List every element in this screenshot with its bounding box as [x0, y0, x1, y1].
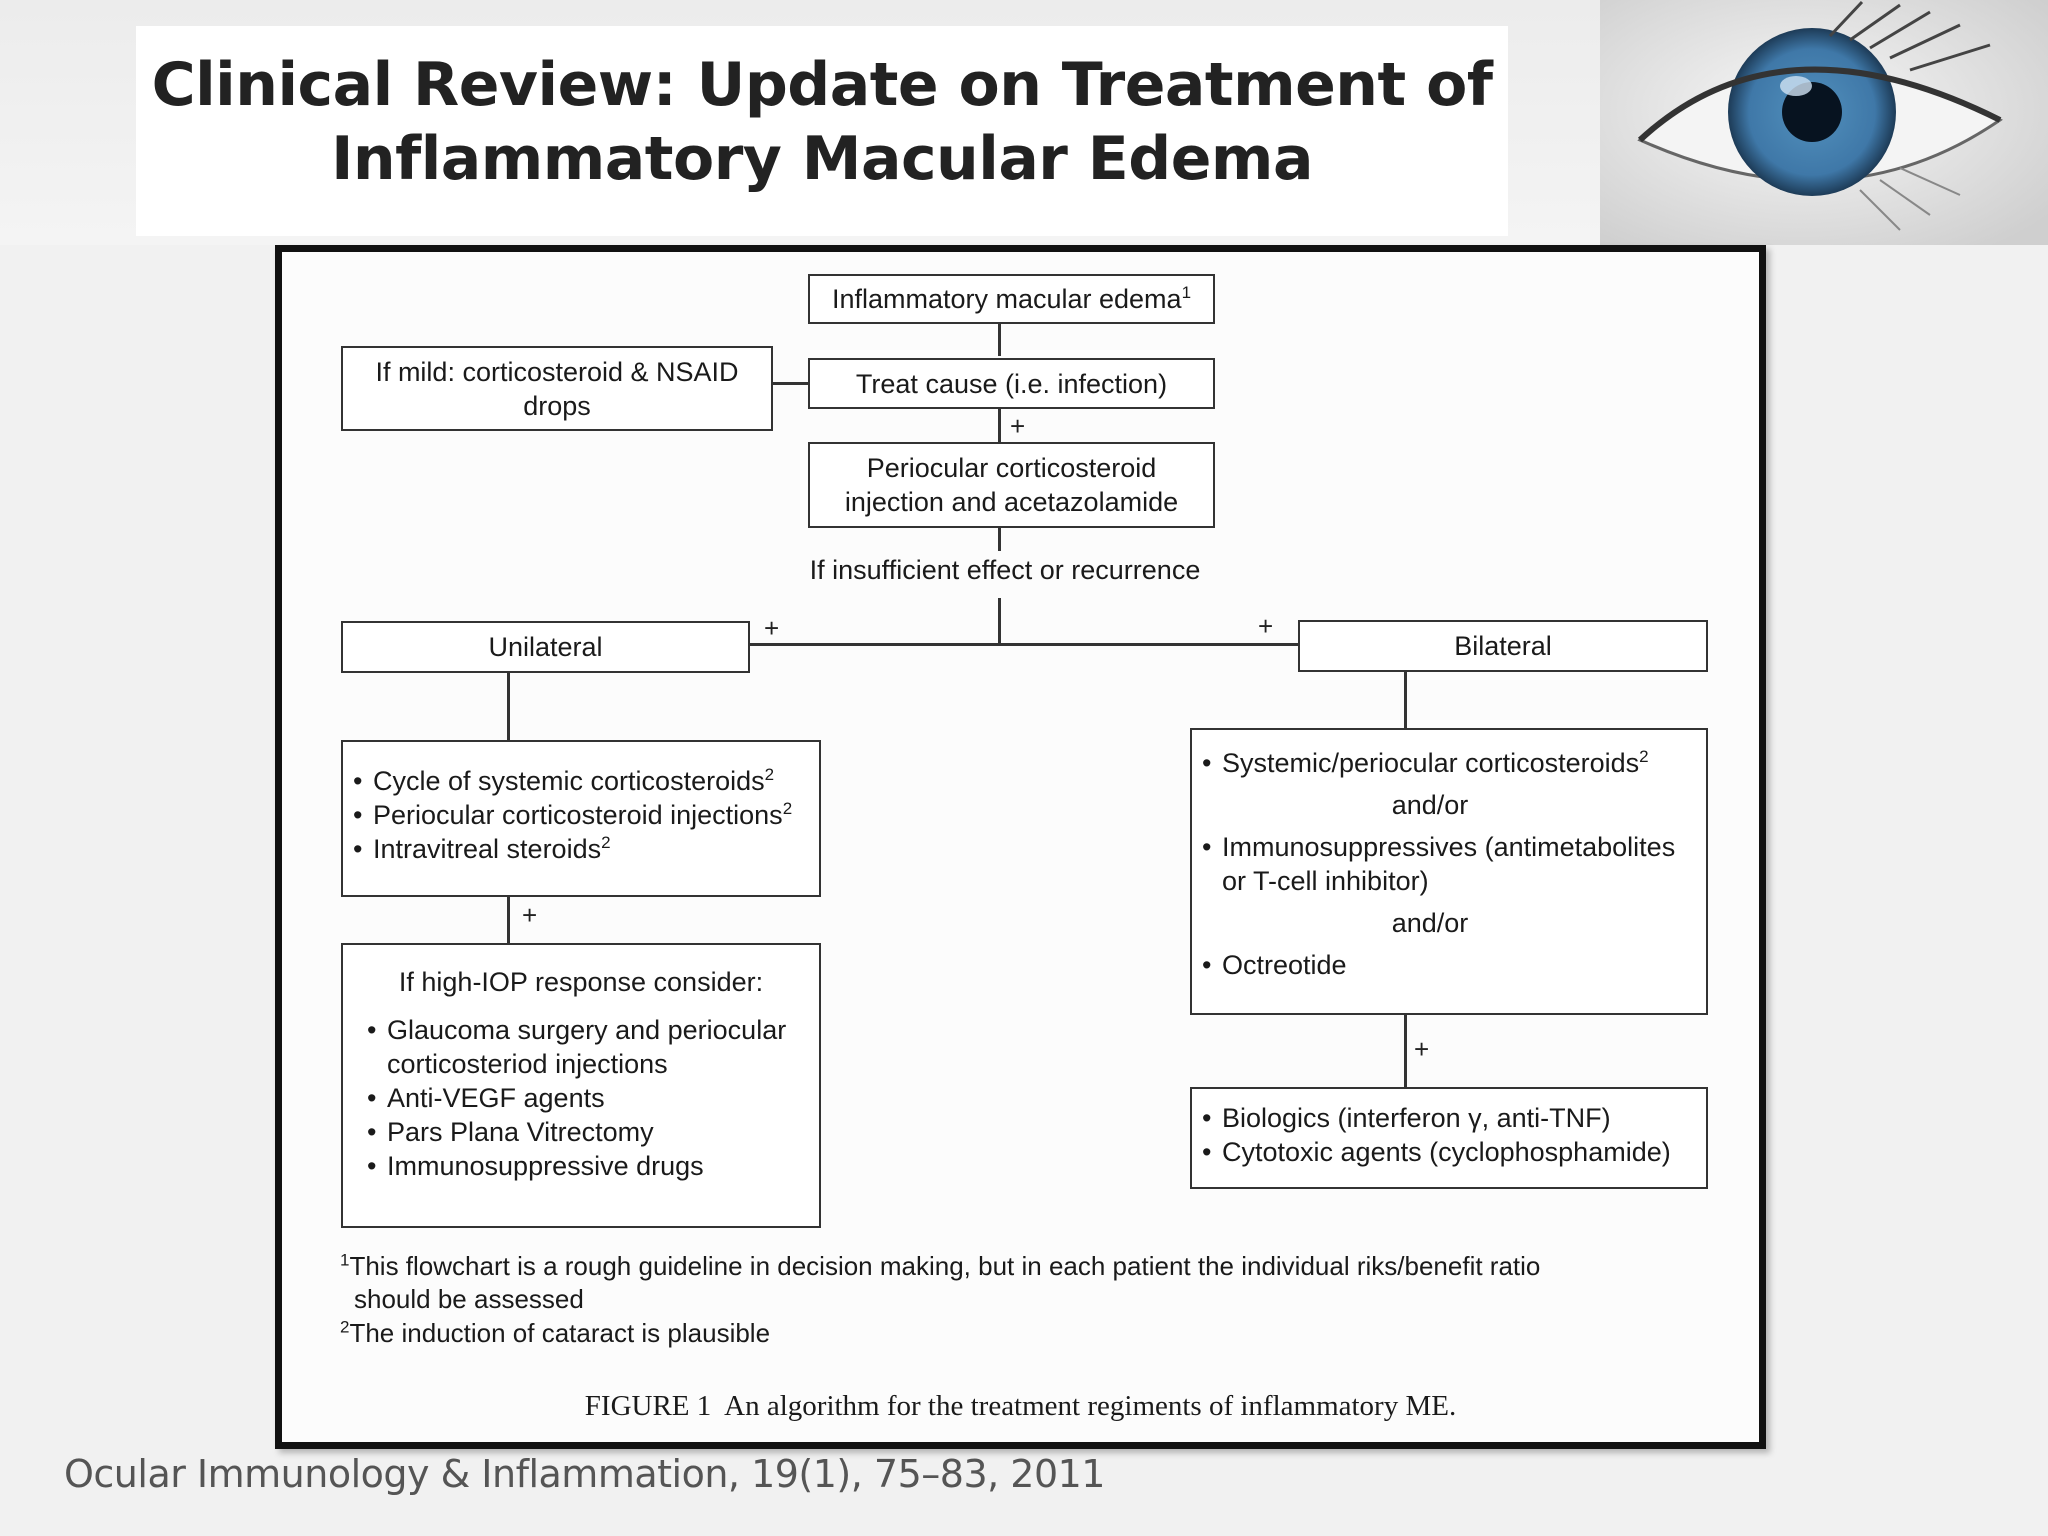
start-label: Inflammatory macular edema: [831, 284, 1182, 314]
footnote-1-line-1: This flowchart is a rough guideline in d…: [349, 1251, 1541, 1281]
title-box: [136, 26, 1508, 236]
list-item: Immunosuppressive drugs: [365, 1149, 807, 1183]
list-item: Biologics (interferon γ, anti-TNF): [1200, 1101, 1700, 1135]
iop-options-list: Glaucoma surgery and periocular corticos…: [365, 1013, 807, 1183]
and-or-label: and/or: [1391, 908, 1469, 938]
bilateral-box: Bilateral: [1298, 620, 1708, 672]
slide-title: Clinical Review: Update on Treatment of …: [136, 48, 1508, 196]
start-box: Inflammatory macular edema1: [808, 274, 1215, 324]
connector-treat-periocular: [998, 408, 1001, 444]
unilateral-box: Unilateral: [341, 621, 750, 673]
plus-sign: +: [764, 613, 780, 643]
bilateral-options-list: Systemic/periocular corticosteroids2: [1200, 746, 1700, 780]
title-line-1: Clinical Review: Update on Treatment of: [151, 50, 1493, 120]
plus-sign: +: [522, 900, 538, 930]
biologics-box: Biologics (interferon γ, anti-TNF) Cytot…: [1190, 1087, 1708, 1189]
periocular-line-1: Periocular corticosteroid: [866, 453, 1157, 483]
periocular-box: Periocular corticosteroid injection and …: [808, 442, 1215, 528]
footnote-mark: 1: [340, 1250, 350, 1270]
unilateral-options-box: Cycle of systemic corticosteroids2 Perio…: [341, 740, 821, 897]
footnote-2-text: The induction of cataract is plausible: [349, 1318, 771, 1348]
treat-cause-label: Treat cause (i.e. infection): [855, 368, 1168, 399]
list-item: Cytotoxic agents (cyclophosphamide): [1200, 1135, 1700, 1169]
plus-sign: +: [1258, 611, 1274, 641]
connector-unilateral-options: [507, 672, 510, 742]
list-item: Cycle of systemic corticosteroids2: [351, 764, 819, 798]
biologics-list: Biologics (interferon γ, anti-TNF) Cytot…: [1200, 1101, 1700, 1169]
iop-heading: If high-IOP response consider:: [398, 967, 764, 997]
connector-bilateral-options: [1404, 671, 1407, 729]
footnote-1: 1This flowchart is a rough guideline in …: [340, 1250, 1540, 1316]
citation: Ocular Immunology & Inflammation, 19(1),…: [64, 1452, 1106, 1496]
periocular-line-2: injection and acetazolamide: [844, 487, 1179, 517]
bilateral-label: Bilateral: [1454, 631, 1552, 661]
eye-icon: [1600, 0, 2048, 245]
connector-horizontal-split: [749, 643, 1299, 646]
mild-box: If mild: corticosteroid & NSAID drops: [341, 346, 773, 431]
footnote-2: 2The induction of cataract is plausible: [340, 1317, 770, 1350]
plus-sign: +: [1414, 1034, 1430, 1064]
footnote-1-line-2: should be assessed: [354, 1284, 584, 1314]
iop-box: If high-IOP response consider: Glaucoma …: [341, 943, 821, 1228]
and-or-label: and/or: [1391, 790, 1469, 820]
connector-bilateral-biologics: [1404, 1015, 1407, 1088]
mild-line-2: drops: [523, 390, 591, 421]
figure-caption: FIGURE 1 An algorithm for the treatment …: [584, 1390, 1457, 1422]
mild-line-1: If mild: corticosteroid & NSAID: [375, 356, 739, 387]
title-line-2: Inflammatory Macular Edema: [331, 124, 1313, 194]
bilateral-options-box: Systemic/periocular corticosteroids2 and…: [1190, 728, 1708, 1015]
list-item: Systemic/periocular corticosteroids2: [1200, 746, 1700, 780]
list-item: Periocular corticosteroid injections2: [351, 798, 819, 832]
unilateral-label: Unilateral: [488, 632, 603, 662]
footnote-ref: 1: [1181, 283, 1192, 302]
bilateral-options-list-3: Octreotide: [1200, 948, 1700, 982]
treat-cause-box: Treat cause (i.e. infection): [808, 358, 1215, 409]
connector-mild-treat: [772, 382, 808, 385]
footnote-mark: 2: [340, 1317, 350, 1337]
list-item: Intravitreal steroids2: [351, 832, 819, 866]
list-item: Octreotide: [1200, 948, 1700, 982]
list-item: Pars Plana Vitrectomy: [365, 1115, 807, 1149]
connector-unilateral-iop: [507, 896, 510, 944]
insufficient-label: If insufficient effect or recurrence: [809, 555, 1201, 585]
list-item: Immunosuppressives (antimetabolites or T…: [1200, 830, 1700, 898]
list-item: Glaucoma surgery and periocular corticos…: [365, 1013, 807, 1081]
connector-periocular-insufficient: [998, 527, 1001, 551]
unilateral-options-list: Cycle of systemic corticosteroids2 Perio…: [351, 764, 819, 866]
connector-insufficient-split: [998, 598, 1001, 645]
connector-start-treat: [998, 323, 1001, 356]
list-item: Anti-VEGF agents: [365, 1081, 807, 1115]
plus-sign: +: [1010, 411, 1026, 441]
eye-image: [1600, 0, 2048, 245]
bilateral-options-list-2: Immunosuppressives (antimetabolites or T…: [1200, 830, 1700, 898]
